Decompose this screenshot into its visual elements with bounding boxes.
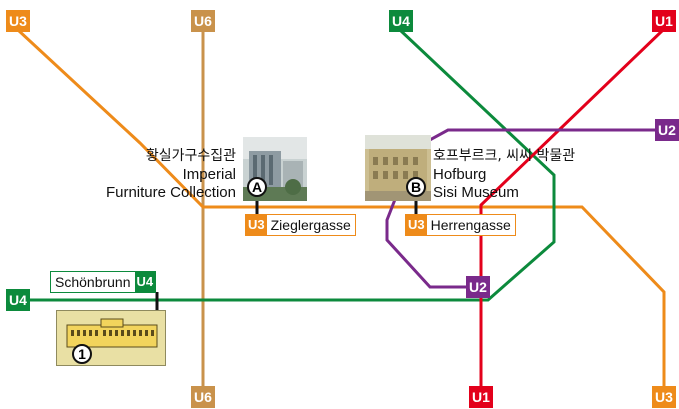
attraction-b-name-ko: 호프부르크, 씨씨 박물관 <box>433 148 576 164</box>
badge-u1-top: U1 <box>652 10 676 32</box>
station-zieglergasse: U3 Zieglergasse <box>245 214 356 236</box>
attraction-b-name-en-1: Hofburg <box>433 166 487 183</box>
station-zieglergasse-line: U3 <box>246 215 267 235</box>
line-u4 <box>18 28 556 302</box>
station-herrengasse-name: Herrengasse <box>430 217 511 233</box>
marker-b: B <box>406 177 426 197</box>
badge-u2-right: U2 <box>655 119 679 141</box>
badge-u6-top: U6 <box>191 10 215 32</box>
line-u1 <box>479 28 665 390</box>
station-herrengasse-line: U3 <box>406 215 427 235</box>
station-schonbrunn-line: U4 <box>134 272 156 292</box>
marker-a: A <box>247 177 267 197</box>
station-schonbrunn: U4 Schönbrunn <box>50 271 157 293</box>
marker-schonbrunn: 1 <box>72 344 92 364</box>
badge-u2-mid: U2 <box>466 276 490 298</box>
badge-u4-left: U4 <box>6 289 30 311</box>
attraction-b-name-en-2: Sisi Museum <box>433 184 519 201</box>
badge-u1-bottom: U1 <box>469 386 493 408</box>
badge-u3-top: U3 <box>6 10 30 32</box>
palace-icon <box>66 318 158 348</box>
attraction-a-name-ko: 황실가구수집관 <box>145 148 236 164</box>
attraction-a-name-en-1: Imperial <box>182 166 236 183</box>
station-herrengasse: U3 Herrengasse <box>405 214 516 236</box>
line-u2 <box>385 128 668 289</box>
attraction-a-name-en-2: Furniture Collection <box>105 184 236 201</box>
badge-u3-bottom: U3 <box>652 386 676 408</box>
station-schonbrunn-name: Schönbrunn <box>55 274 131 290</box>
badge-u4-top: U4 <box>389 10 413 32</box>
station-zieglergasse-name: Zieglergasse <box>270 217 351 233</box>
badge-u6-bottom: U6 <box>191 386 215 408</box>
